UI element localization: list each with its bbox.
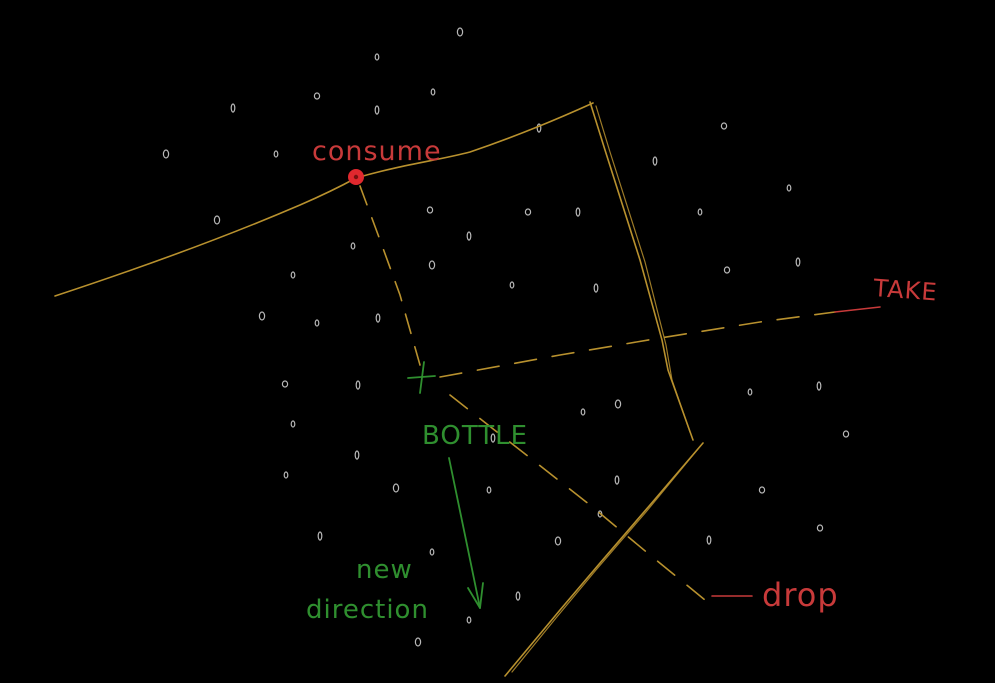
- label-new: new: [356, 555, 413, 585]
- particle: [392, 483, 400, 493]
- particle: [593, 283, 599, 293]
- particle: [429, 548, 435, 556]
- dashed-path-bottle-to-drop: [449, 394, 706, 601]
- particle: [580, 408, 586, 416]
- particle: [283, 471, 289, 479]
- particle: [355, 380, 361, 390]
- particle: [720, 122, 728, 130]
- particle: [536, 123, 542, 133]
- particle: [758, 486, 766, 494]
- particle: [213, 215, 221, 225]
- particle: [706, 535, 712, 545]
- particle: [374, 53, 380, 61]
- particle: [230, 103, 236, 113]
- boundary-bottom-edge: [504, 442, 704, 677]
- particle: [162, 149, 170, 159]
- particle: [747, 388, 753, 396]
- label-take: TAKE: [872, 274, 939, 306]
- particle: [428, 260, 436, 270]
- particle: [816, 381, 822, 391]
- label-drop: drop: [762, 576, 839, 614]
- particle: [816, 524, 824, 532]
- particle: [258, 311, 266, 321]
- particle: [490, 433, 496, 443]
- particle: [374, 105, 380, 115]
- particle: [614, 399, 622, 409]
- particle: [313, 92, 321, 100]
- particle: [281, 380, 289, 388]
- particle: [486, 486, 492, 494]
- take-leader-line: [834, 306, 881, 313]
- particle: [466, 231, 472, 241]
- particle: [354, 450, 360, 460]
- particle: [430, 88, 436, 96]
- particle: [290, 271, 296, 279]
- consume-marker: [348, 169, 364, 185]
- particle: [317, 531, 323, 541]
- particle: [273, 150, 279, 158]
- particle: [697, 208, 703, 216]
- particle: [723, 266, 731, 274]
- particle: [375, 313, 381, 323]
- particle: [350, 242, 356, 250]
- particle: [456, 27, 464, 37]
- particle: [466, 616, 472, 624]
- particle: [524, 208, 532, 216]
- label-direction: direction: [306, 595, 429, 625]
- particle: [509, 281, 515, 289]
- dashed-path-consume-to-bottle: [359, 185, 421, 366]
- particle: [795, 257, 801, 267]
- particle: [652, 156, 658, 166]
- particle: [314, 319, 320, 327]
- boundary-top-right-edge-echo: [595, 105, 691, 433]
- particle: [414, 637, 422, 647]
- consume-dot-center: [353, 174, 359, 180]
- boundary-bottom-edge-echo: [511, 448, 699, 673]
- particle: [575, 207, 581, 217]
- particle: [290, 420, 296, 428]
- particle: [614, 475, 620, 485]
- particle: [515, 591, 521, 601]
- particle: [426, 206, 434, 214]
- bottle-cross-icon: [407, 361, 436, 394]
- label-consume: consume: [312, 136, 442, 167]
- dashed-paths: [359, 185, 881, 601]
- particle: [554, 536, 562, 546]
- particle: [786, 184, 792, 192]
- new-direction-arrow-icon: [448, 457, 484, 609]
- dashed-path-bottle-to-take: [439, 311, 836, 378]
- particle-field: [162, 27, 850, 647]
- label-bottle: BOTTLE: [422, 421, 528, 451]
- particle: [842, 430, 850, 438]
